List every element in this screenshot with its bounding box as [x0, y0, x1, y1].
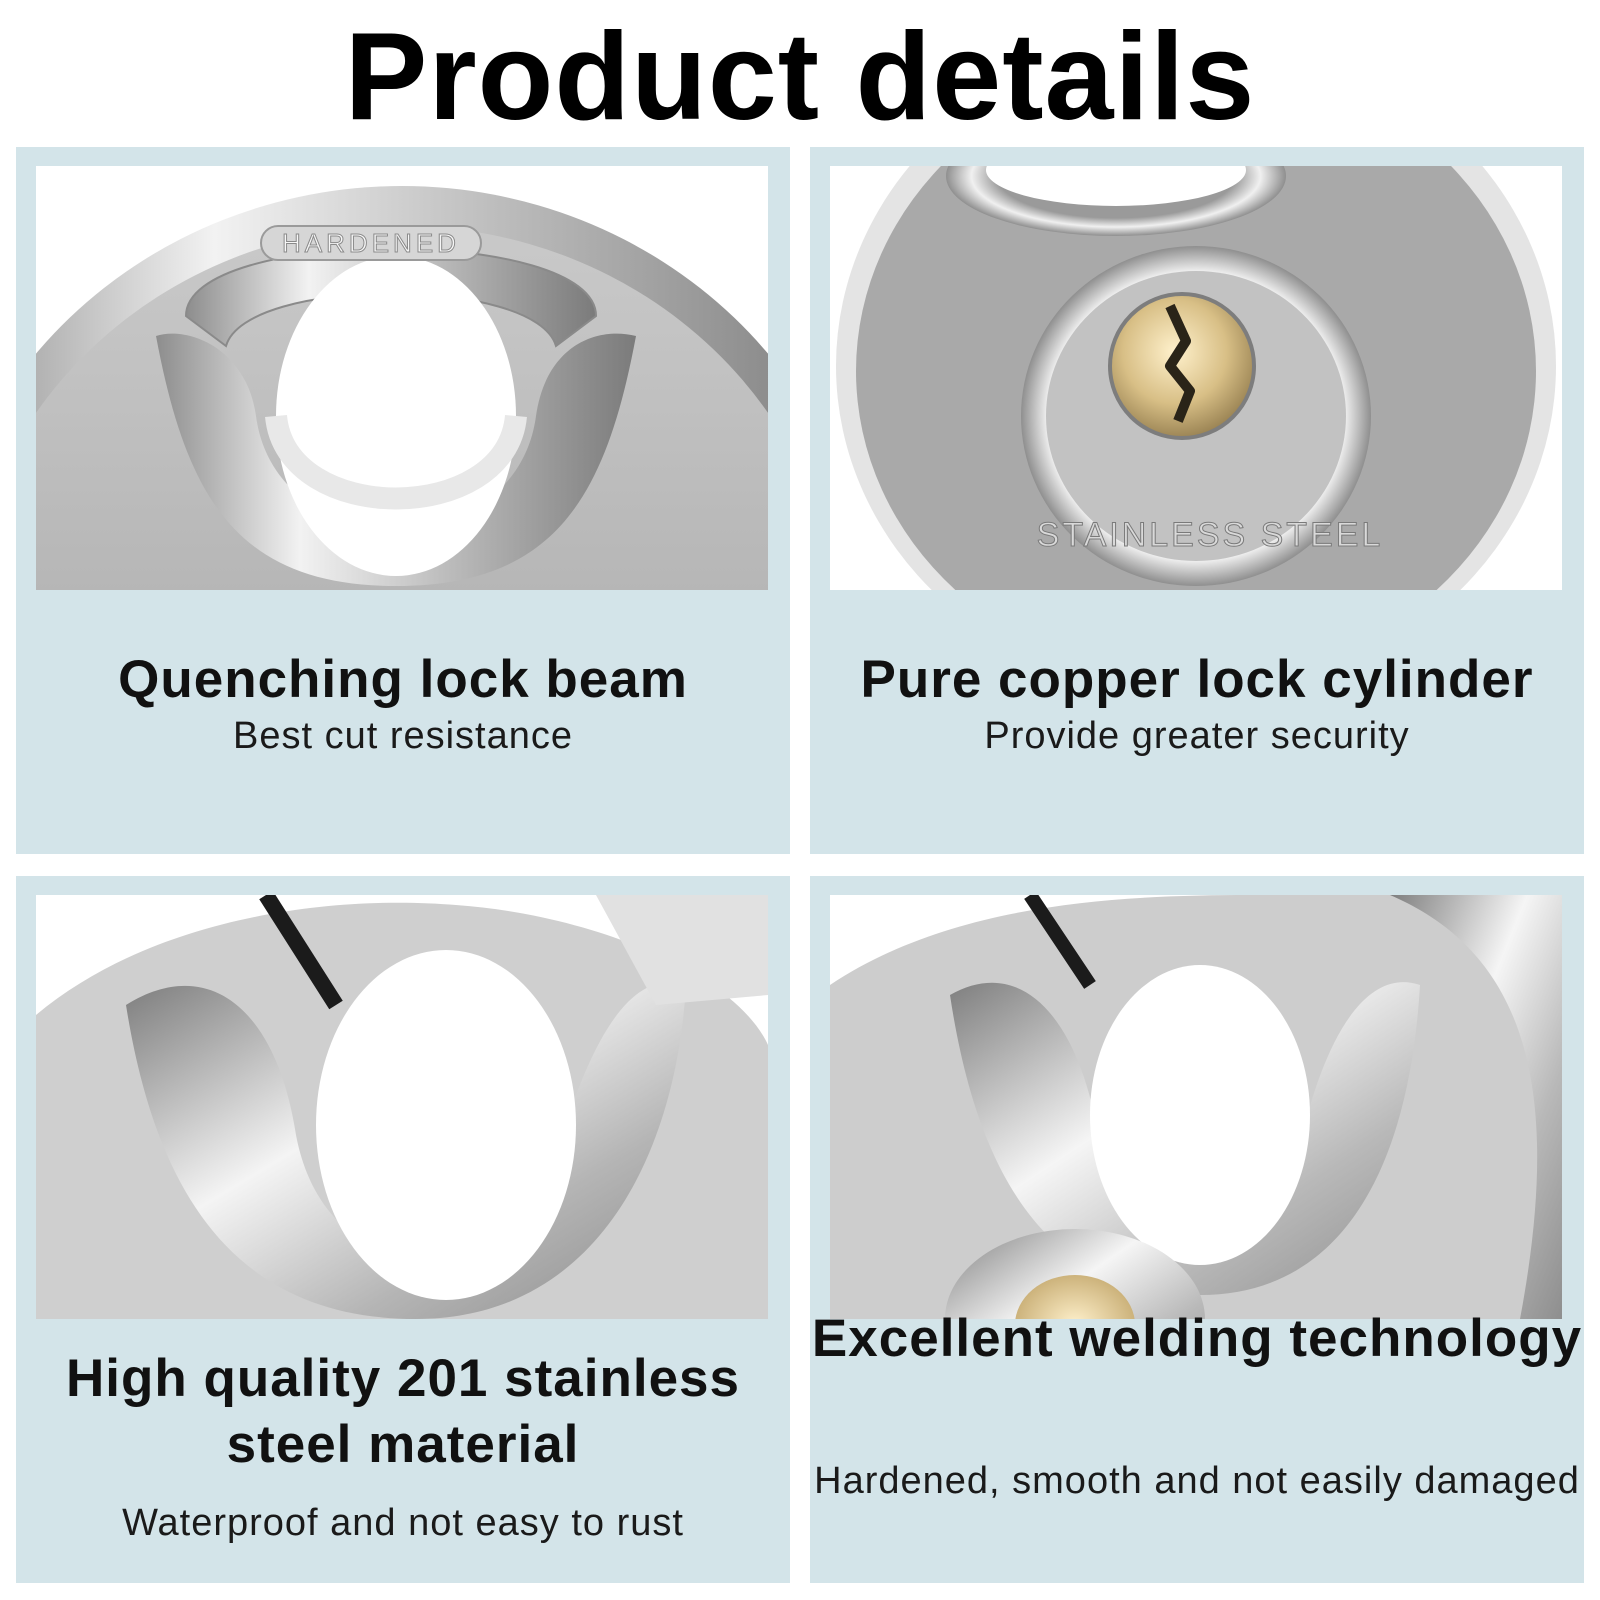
stainless-body-closeup-photo — [36, 895, 768, 1319]
card-title: Excellent welding technology — [811, 1309, 1583, 1368]
card-title: Quenching lock beam — [118, 650, 688, 709]
page-title: Product details — [344, 8, 1256, 146]
padlock-shackle-illustration: HARDENED — [36, 166, 768, 590]
feature-card-lock-beam: HARDENED Quenching lock beam Best cut re… — [16, 147, 790, 854]
hardened-engraving: HARDENED — [282, 228, 460, 258]
feature-card-welding: Excellent welding technology Hardened, s… — [810, 876, 1584, 1583]
card-subtitle: Hardened, smooth and not easily damaged — [814, 1460, 1580, 1502]
padlock-body-illustration — [36, 895, 768, 1319]
card-subtitle: Waterproof and not easy to rust — [122, 1502, 684, 1544]
stainless-steel-engraving: STAINLESS STEEL — [1037, 516, 1384, 554]
card-subtitle: Best cut resistance — [232, 715, 574, 757]
padlock-weld-illustration — [830, 895, 1562, 1319]
lock-cylinder-closeup-photo: STAINLESS STEEL — [830, 166, 1562, 590]
padlock-cylinder-illustration: STAINLESS STEEL — [830, 166, 1562, 590]
lock-beam-closeup-photo: HARDENED — [36, 166, 768, 590]
feature-card-lock-cylinder: STAINLESS STEEL Pure copper lock cylinde… — [810, 147, 1584, 854]
card-title: Pure copper lock cylinder — [860, 650, 1534, 709]
card-subtitle: Provide greater security — [984, 715, 1410, 757]
card-title: High quality 201 stainless steel materia… — [65, 1349, 740, 1474]
welding-closeup-photo — [830, 895, 1562, 1319]
feature-card-stainless-material: High quality 201 stainless steel materia… — [16, 876, 790, 1583]
